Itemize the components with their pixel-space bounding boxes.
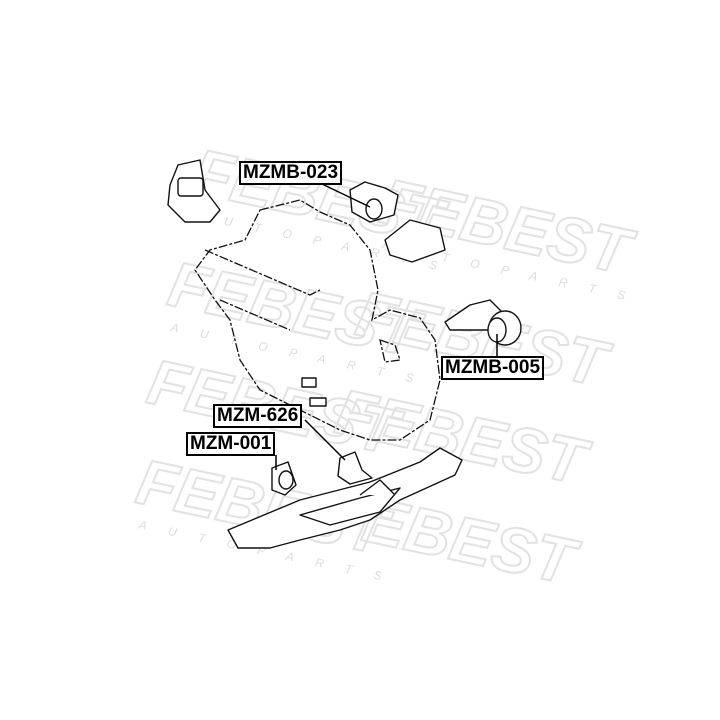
part-label-mzm-001: MZM-001 <box>186 432 276 456</box>
part-label-mzm-626: MZM-626 <box>213 404 303 428</box>
watermark-logo: FEBEST <box>330 375 597 499</box>
mount-mzm-001-part <box>271 461 297 496</box>
engine-outline <box>194 199 441 441</box>
leader-lines <box>275 183 498 470</box>
mount-top-left <box>167 159 221 223</box>
leader-line-mzm-626 <box>304 419 346 461</box>
watermark-logo: FEBEST <box>350 277 617 401</box>
leader-line-mzmb-023 <box>321 183 371 208</box>
part-label-mzmb-005: MZMB-005 <box>441 356 545 380</box>
mount-mzmb-023-part <box>349 181 446 263</box>
mount-mzm-626-part <box>337 451 373 485</box>
subframe-crossmember <box>227 447 463 549</box>
part-label-mzmb-023: MZMB-023 <box>239 161 343 185</box>
